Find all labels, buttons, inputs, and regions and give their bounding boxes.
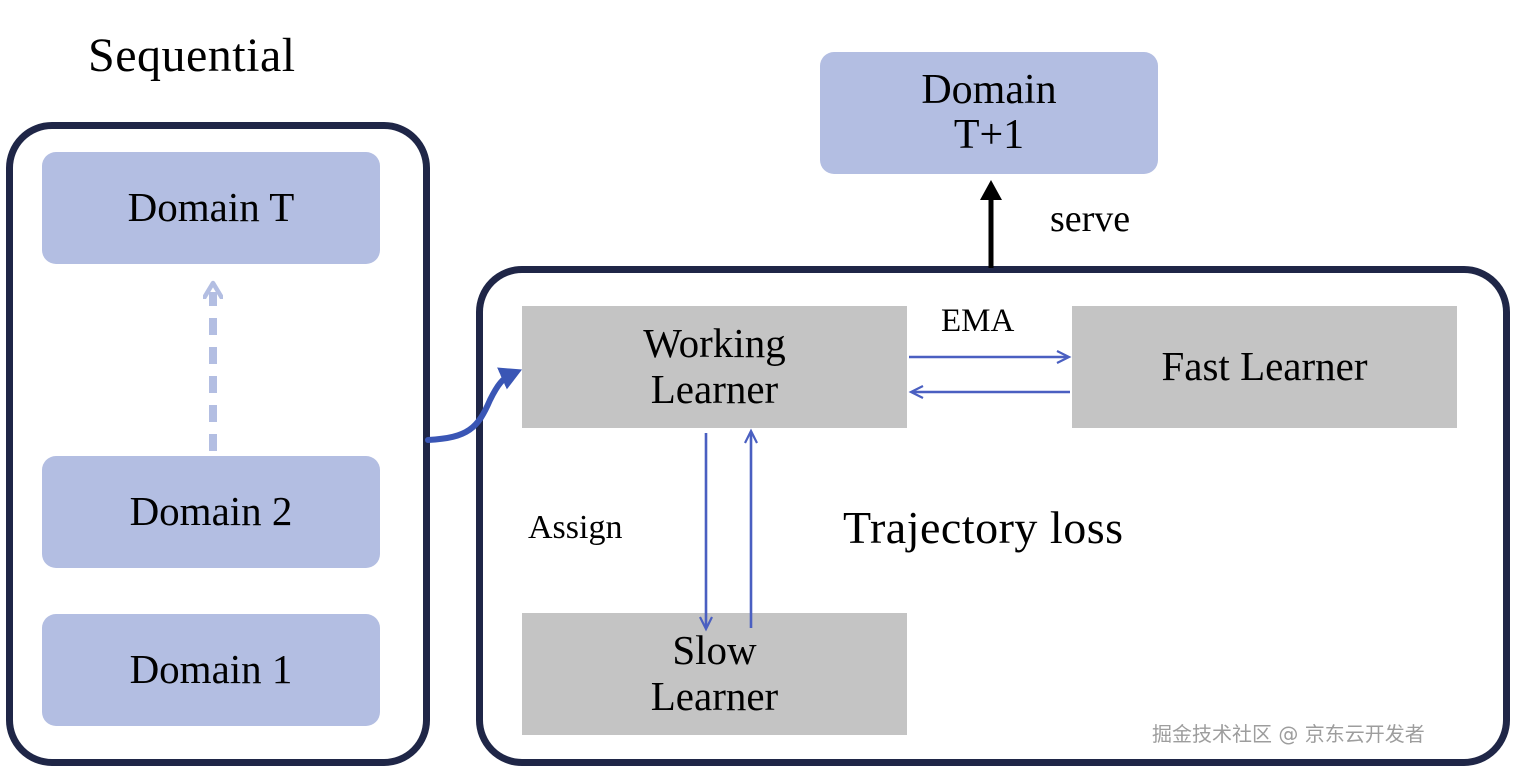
fast-learner-box[interactable]: Fast Learner bbox=[1072, 306, 1457, 428]
sequential-group-panel bbox=[6, 122, 430, 766]
domain-1-label: Domain 1 bbox=[129, 646, 293, 693]
slow-learner-label-line2: Learner bbox=[650, 673, 779, 719]
domain-2-label: Domain 2 bbox=[129, 488, 293, 535]
domain-t-box[interactable]: Domain T bbox=[42, 152, 380, 264]
domain-t-plus-1-label-line2: T+1 bbox=[953, 112, 1025, 158]
watermark-text: 掘金技术社区 @ 京东云开发者 bbox=[1152, 722, 1425, 746]
slow-learner-label-line1: Slow bbox=[672, 627, 757, 674]
domain-1-box[interactable]: Domain 1 bbox=[42, 614, 380, 726]
sequential-title: Sequential bbox=[88, 29, 296, 82]
domain-t-plus-1-label-line1: Domain bbox=[921, 67, 1057, 114]
trajectory-loss-edge-label: Trajectory loss bbox=[843, 502, 1124, 553]
assign-edge-label: Assign bbox=[528, 509, 623, 546]
learning-system-group-panel bbox=[476, 266, 1510, 766]
fast-learner-label: Fast Learner bbox=[1161, 343, 1368, 390]
working-learner-label-line1: Working bbox=[643, 320, 786, 367]
serve-edge-label: serve bbox=[1050, 198, 1131, 240]
domain-t-label: Domain T bbox=[127, 184, 295, 231]
ema-edge-label: EMA bbox=[941, 303, 1015, 339]
domain-2-box[interactable]: Domain 2 bbox=[42, 456, 380, 568]
working-learner-label-line2: Learner bbox=[650, 366, 779, 412]
